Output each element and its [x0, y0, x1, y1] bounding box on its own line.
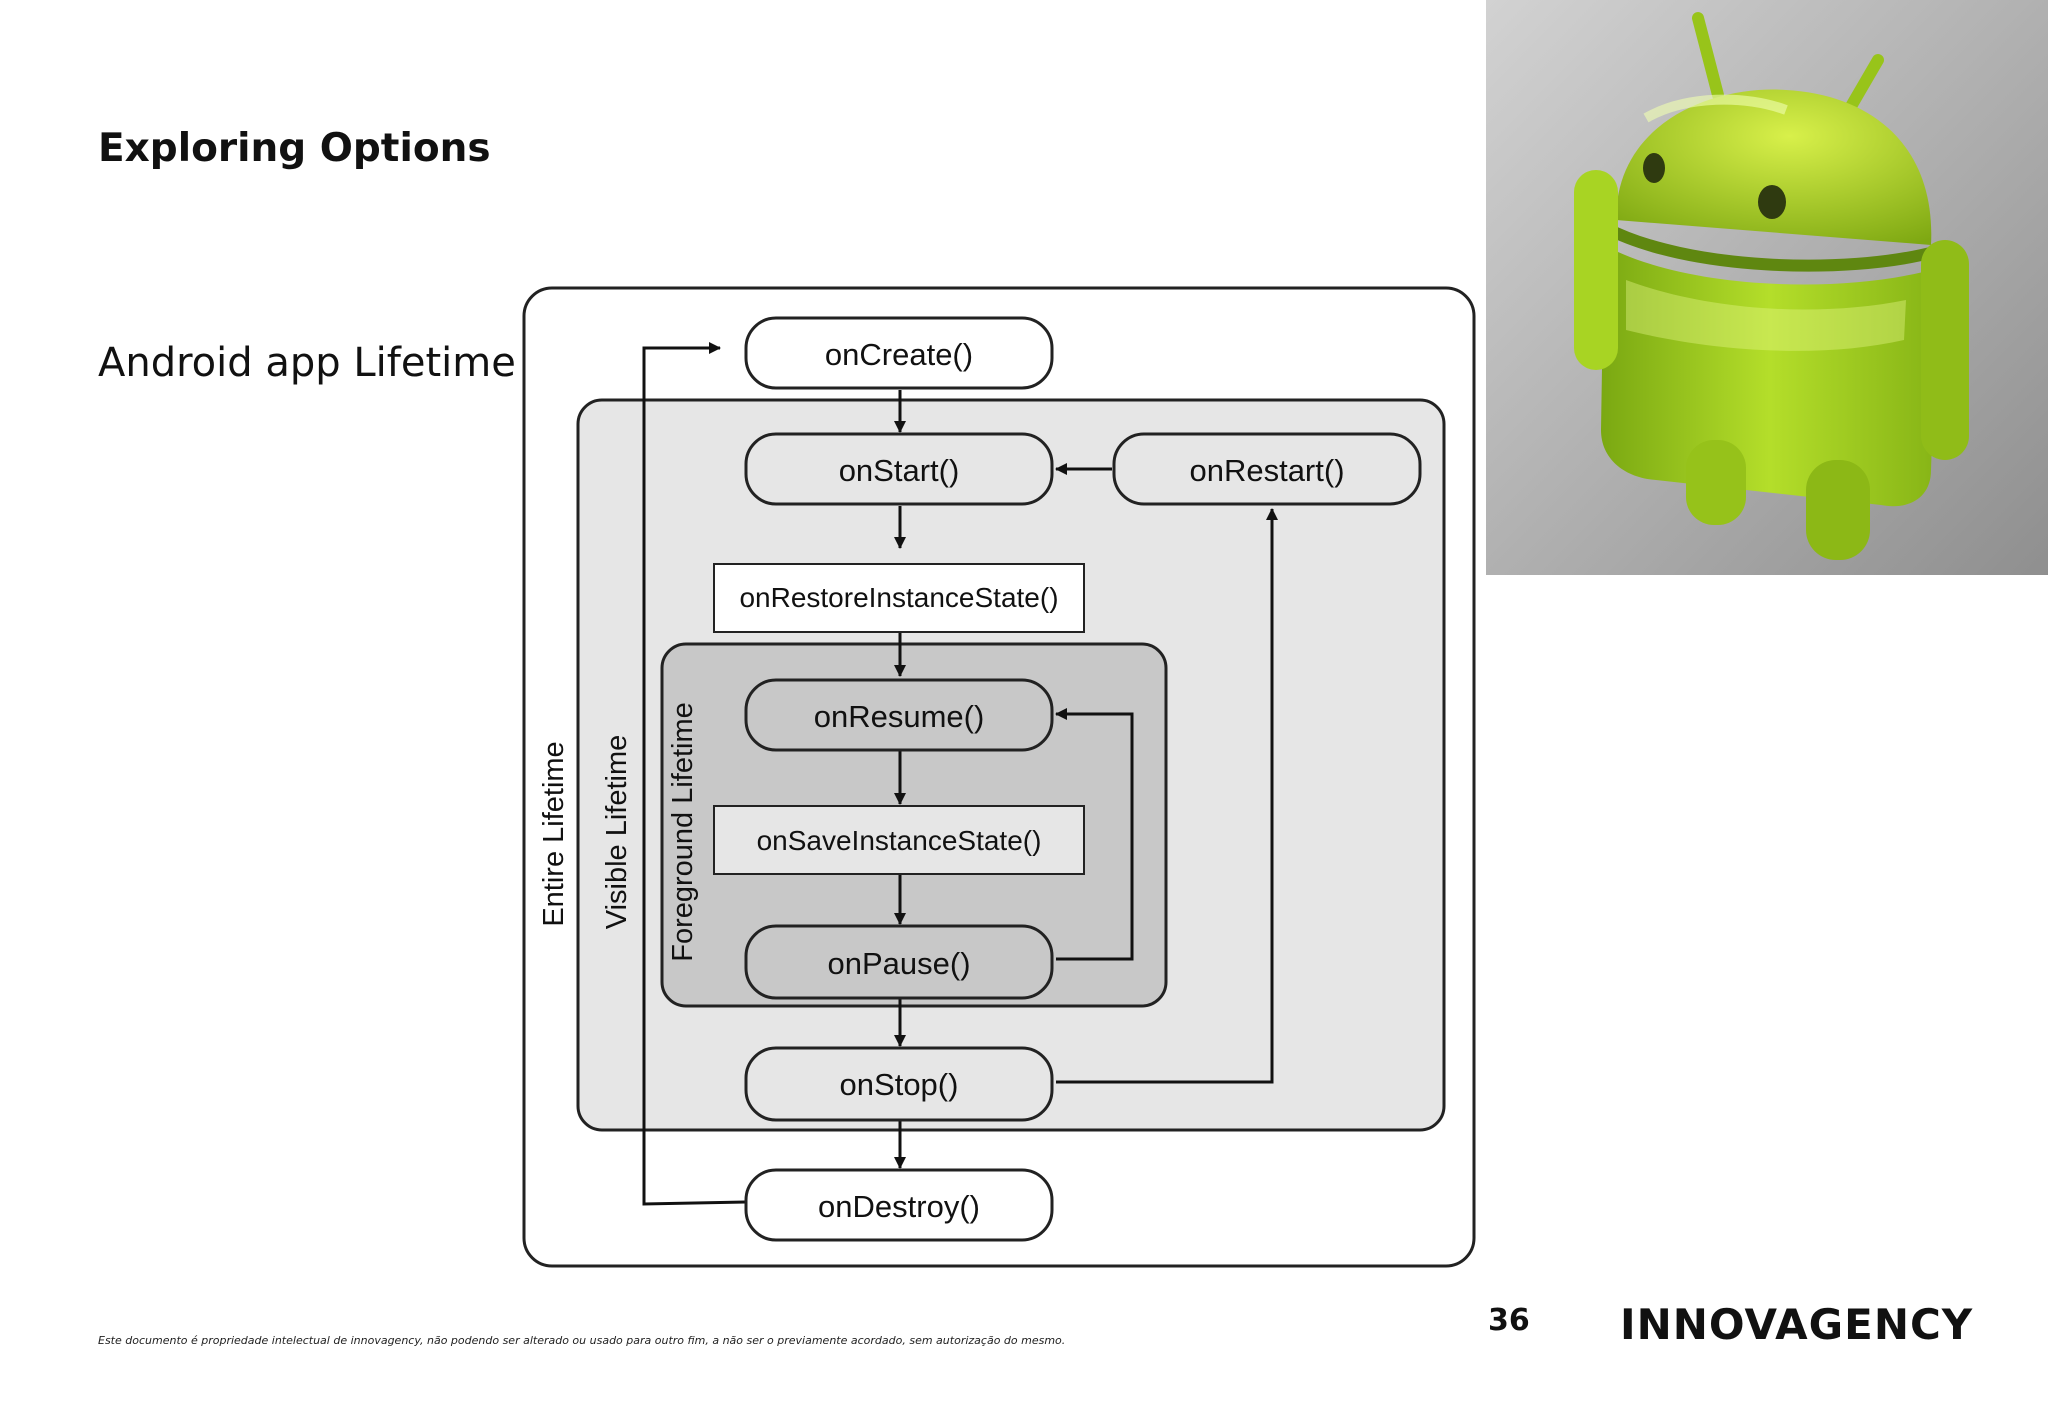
entire-lifetime-label: Entire Lifetime: [538, 741, 570, 926]
node-on-pause-label: onPause(): [827, 946, 970, 981]
foreground-lifetime-label: Foreground Lifetime: [667, 702, 699, 962]
innovagency-logo: INNOVAGENCY: [1620, 1300, 1974, 1349]
visible-lifetime-label: Visible Lifetime: [601, 735, 633, 930]
node-on-restore-instance-state-label: onRestoreInstanceState(): [739, 582, 1058, 613]
node-on-destroy-label: onDestroy(): [818, 1189, 980, 1224]
page-number: 36: [1488, 1303, 1530, 1338]
node-on-resume-label: onResume(): [814, 699, 985, 734]
node-on-stop: onStop(): [744, 1046, 1054, 1122]
node-on-restore-instance-state: onRestoreInstanceState(): [713, 563, 1085, 633]
node-on-start-label: onStart(): [839, 453, 960, 488]
node-on-pause: onPause(): [744, 924, 1054, 1000]
node-on-restart-label: onRestart(): [1189, 453, 1344, 488]
activity-lifecycle-diagram: Entire Lifetime Visible Lifetime Foregro…: [522, 286, 1476, 1268]
node-on-create: onCreate(): [744, 316, 1054, 390]
footer-disclaimer: Este documento é propriedade intelectual…: [98, 1334, 1066, 1347]
node-on-create-label: onCreate(): [825, 337, 973, 372]
node-on-start: onStart(): [744, 432, 1054, 506]
node-on-save-instance-state-label: onSaveInstanceState(): [757, 825, 1042, 856]
node-on-stop-label: onStop(): [840, 1067, 959, 1102]
node-on-restart: onRestart(): [1112, 432, 1422, 506]
node-on-save-instance-state: onSaveInstanceState(): [713, 805, 1085, 875]
android-robot-icon: [1486, 0, 2048, 575]
node-on-destroy: onDestroy(): [744, 1168, 1054, 1242]
slide-title: Exploring Options: [98, 126, 491, 171]
node-on-resume: onResume(): [744, 678, 1054, 752]
lifecycle-connectors: [642, 342, 1278, 1206]
slide-subtitle: Android app Lifetime: [98, 340, 516, 386]
